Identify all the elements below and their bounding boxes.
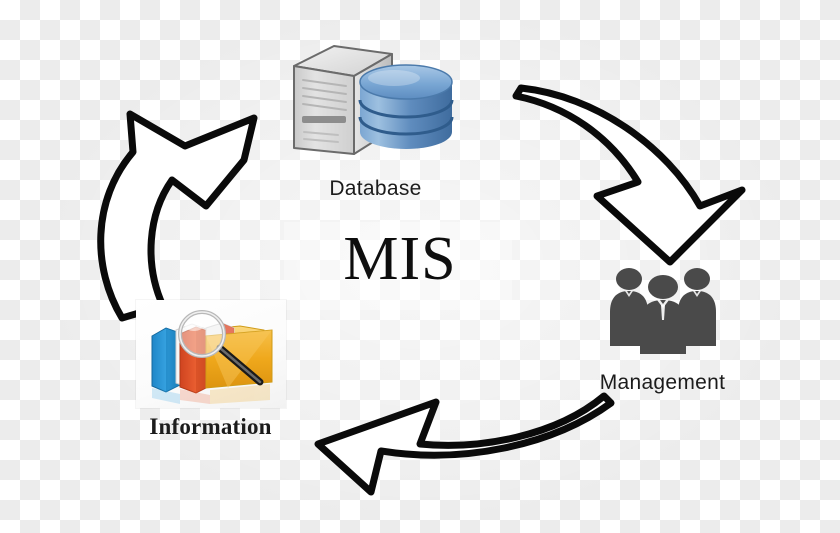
arrow-management-to-information bbox=[314, 392, 615, 496]
node-label-information: Information bbox=[149, 414, 272, 439]
information-books-icon bbox=[135, 300, 286, 408]
database-server-icon bbox=[276, 38, 476, 173]
management-people-icon bbox=[603, 258, 723, 363]
node-label-management: Management bbox=[599, 371, 726, 394]
node-database[interactable]: Database bbox=[268, 38, 483, 201]
node-information[interactable]: Information bbox=[118, 300, 303, 440]
center-title-plate bbox=[284, 222, 512, 310]
arrow-database-to-management bbox=[512, 84, 746, 266]
arrow-information-to-database bbox=[97, 110, 258, 322]
node-label-database: Database bbox=[329, 177, 422, 200]
page-title: MIS bbox=[343, 225, 457, 293]
database-disc-stack bbox=[358, 64, 453, 149]
node-management[interactable]: Management bbox=[565, 258, 760, 395]
